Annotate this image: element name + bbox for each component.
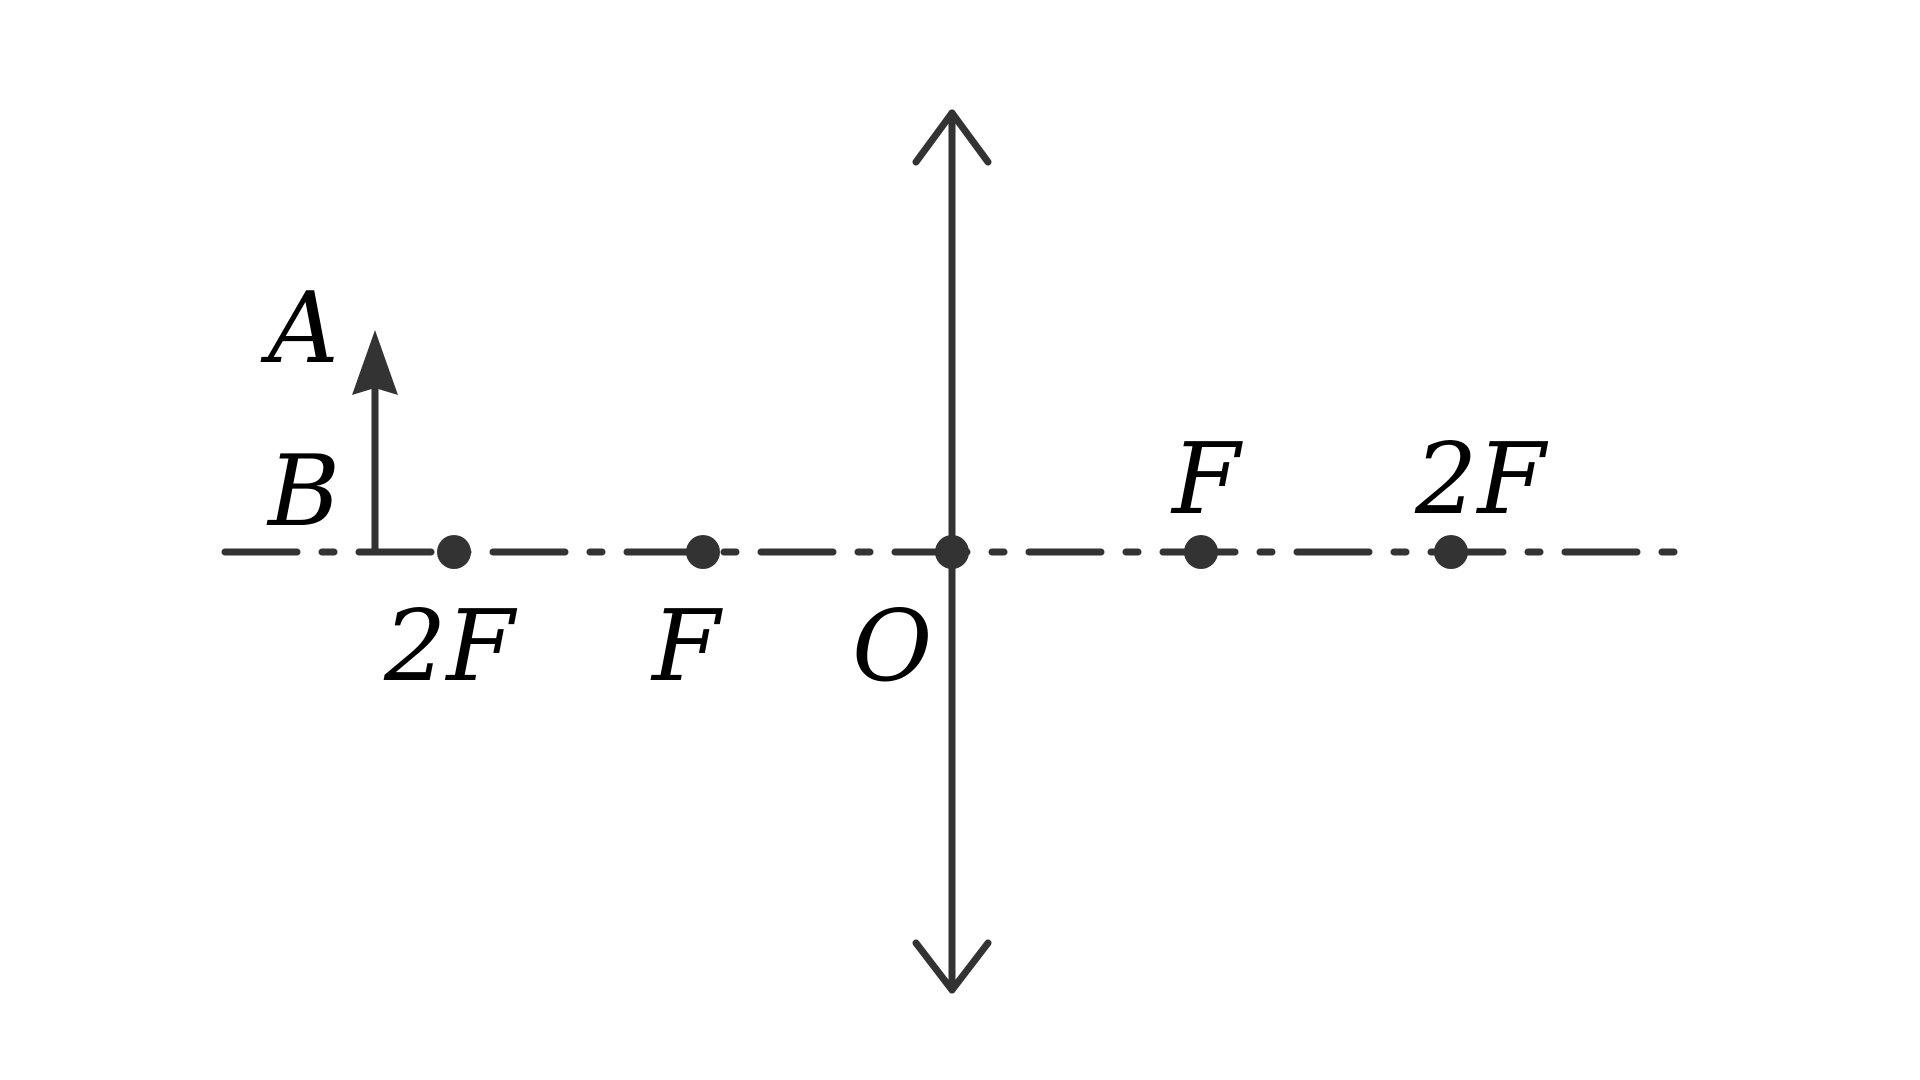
lens-top-arrowhead (912, 109, 992, 166)
lens-bottom-arrowhead (912, 939, 992, 994)
point-left-f (686, 535, 720, 569)
label-object-base: B (266, 435, 340, 549)
point-right-2f (1434, 535, 1468, 569)
label-right-2f: 2F (1414, 423, 1548, 537)
label-right-f: F (1170, 423, 1243, 537)
point-optical-center (935, 535, 969, 569)
object-arrowhead (352, 330, 398, 395)
label-object-top: A (260, 272, 339, 386)
label-left-2f: 2F (383, 590, 517, 704)
label-optical-center: O (852, 590, 932, 704)
point-left-2f (437, 535, 471, 569)
label-left-f: F (650, 590, 723, 704)
point-right-f (1184, 535, 1218, 569)
